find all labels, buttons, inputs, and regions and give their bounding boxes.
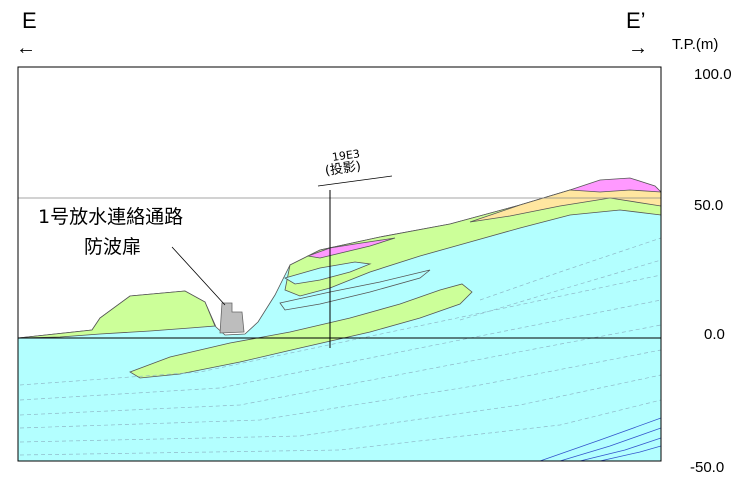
deep-blue-lines bbox=[539, 417, 661, 461]
structure-label-line1: 1号放水連絡通路 bbox=[38, 206, 184, 228]
elevation-unit-label: T.P.(m) bbox=[672, 36, 719, 53]
tick-label-neg50: -50.0 bbox=[690, 459, 725, 476]
section-frame bbox=[17, 66, 662, 462]
borehole-label-underline bbox=[317, 175, 393, 187]
left-arrow-icon: ← bbox=[16, 37, 36, 59]
tick-label-0: 0.0 bbox=[704, 326, 725, 343]
structure-label-line2: 防波扉 bbox=[84, 236, 142, 258]
structure-leader-line bbox=[171, 246, 226, 306]
left-green-layer bbox=[18, 290, 216, 339]
inner-blue-lens bbox=[284, 261, 372, 285]
tick-label-100: 100.0 bbox=[694, 66, 732, 83]
tick-label-50: 50.0 bbox=[694, 197, 724, 214]
section-end-label: E’ bbox=[626, 8, 646, 33]
inner-blue-lens-2 bbox=[279, 269, 431, 311]
right-arrow-icon: → bbox=[628, 37, 648, 59]
bedding-lines bbox=[19, 237, 661, 456]
section-start-label: E bbox=[22, 8, 37, 33]
long-green-lens bbox=[129, 283, 473, 379]
breakwater-gate-structure bbox=[219, 302, 245, 334]
yellow-layer-right bbox=[469, 181, 661, 223]
pink-cap-right bbox=[569, 177, 661, 193]
